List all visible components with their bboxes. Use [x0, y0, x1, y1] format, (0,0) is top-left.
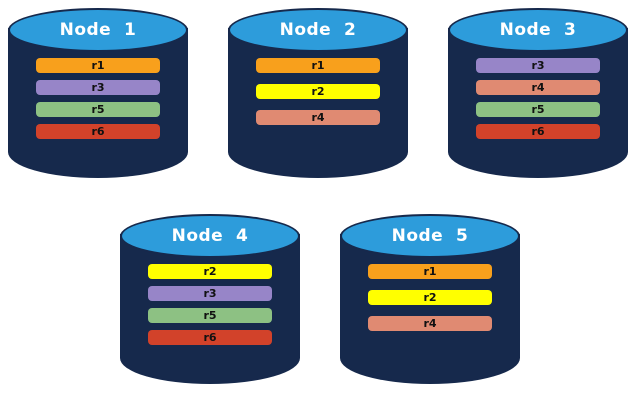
record-bar-r5[interactable]: r5: [148, 308, 272, 323]
cylinder-body: [228, 28, 408, 178]
record-list: r2 r3 r5 r6: [120, 264, 300, 345]
node-title: Node 1: [59, 20, 137, 40]
cylinder-top-ellipse: [8, 8, 188, 52]
record-bar-r6[interactable]: r6: [476, 124, 600, 139]
cylinder-top-ellipse: [340, 214, 520, 258]
record-list: r1 r3 r5 r6: [8, 58, 188, 139]
record-bar-r1[interactable]: r1: [256, 58, 380, 73]
database-node-3[interactable]: r3 r4 r5 r6 Node 3: [448, 6, 628, 186]
node-title: Node 3: [499, 20, 577, 40]
record-bar-r2[interactable]: r2: [368, 290, 492, 305]
node-title: Node 4: [171, 226, 249, 246]
record-bar-r3[interactable]: r3: [148, 286, 272, 301]
record-bar-r5[interactable]: r5: [36, 102, 160, 117]
database-node-4[interactable]: r2 r3 r5 r6 Node 4: [120, 212, 300, 392]
node-title: Node 5: [391, 226, 469, 246]
record-bar-r4[interactable]: r4: [476, 80, 600, 95]
cylinder-top-ellipse: [228, 8, 408, 52]
record-bar-r6[interactable]: r6: [36, 124, 160, 139]
record-bar-r2[interactable]: r2: [148, 264, 272, 279]
database-node-2[interactable]: r1 r2 r4 Node 2: [228, 6, 408, 186]
record-bar-r4[interactable]: r4: [256, 110, 380, 125]
database-node-1[interactable]: r1 r3 r5 r6 Node 1: [8, 6, 188, 186]
record-bar-r4[interactable]: r4: [368, 316, 492, 331]
record-bar-r1[interactable]: r1: [368, 264, 492, 279]
record-bar-r5[interactable]: r5: [476, 102, 600, 117]
cylinder-top-ellipse: [120, 214, 300, 258]
database-node-5[interactable]: r1 r2 r4 Node 5: [340, 212, 520, 392]
record-list: r1 r2 r4: [340, 264, 520, 331]
node-title: Node 2: [279, 20, 357, 40]
cylinder-top-ellipse: [448, 8, 628, 52]
record-bar-r3[interactable]: r3: [476, 58, 600, 73]
record-list: r1 r2 r4: [228, 58, 408, 125]
record-bar-r2[interactable]: r2: [256, 84, 380, 99]
record-bar-r6[interactable]: r6: [148, 330, 272, 345]
record-bar-r3[interactable]: r3: [36, 80, 160, 95]
record-list: r3 r4 r5 r6: [448, 58, 628, 139]
record-bar-r1[interactable]: r1: [36, 58, 160, 73]
